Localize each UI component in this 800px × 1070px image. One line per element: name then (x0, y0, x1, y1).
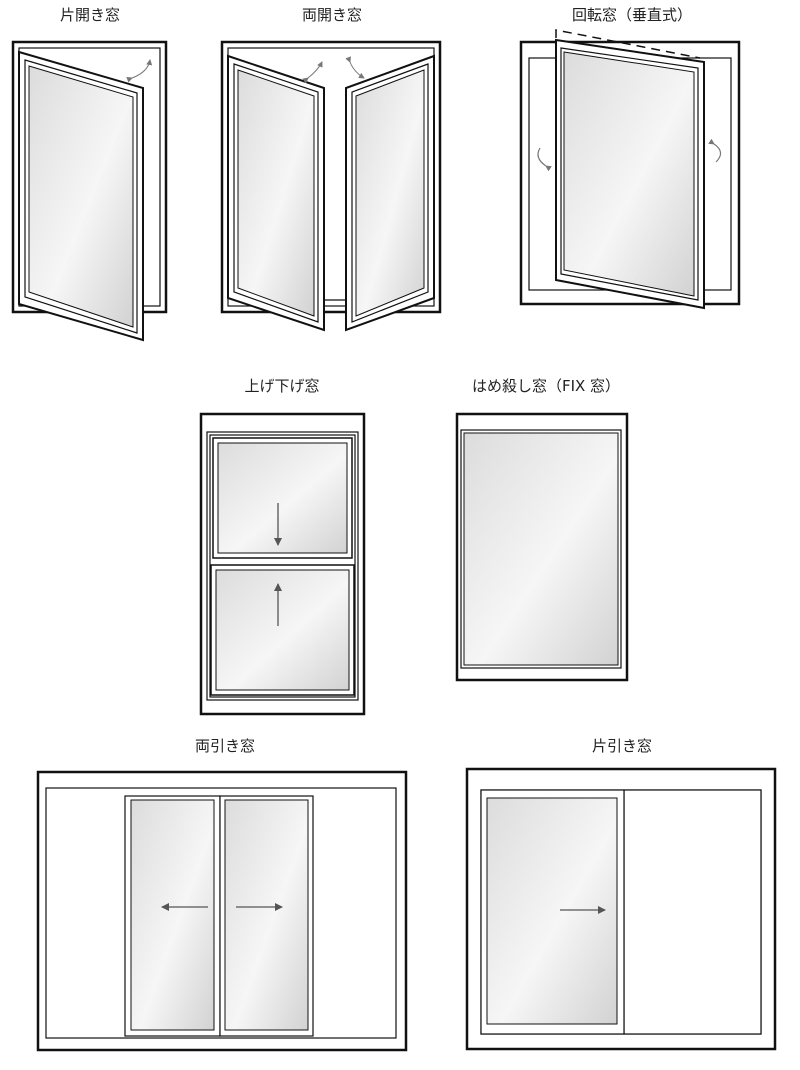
double-hung-label: 上げ下げ窓 (244, 377, 320, 395)
double-sliding-label: 両引き窓 (194, 737, 256, 755)
casement-double-label: 両開き窓 (301, 6, 363, 24)
rotate-right-arrow-icon (708, 138, 722, 163)
pivot-window (519, 29, 741, 310)
glass-pane (563, 51, 695, 297)
swing-arrow-right-icon (345, 56, 365, 79)
glass-pane (28, 65, 134, 328)
swing-arrow-icon (126, 59, 153, 83)
fixed-sash (623, 789, 762, 1035)
pivot-vertical-label: 回転窓（垂直式） (571, 6, 693, 24)
casement-double-window (220, 40, 442, 332)
fixed-window-label: はめ殺し窓（FIX 窓） (471, 377, 621, 395)
double-sliding-window (36, 770, 408, 1052)
fixed-window (455, 412, 629, 682)
right-glass (224, 799, 309, 1031)
swing-arrow-left-icon (302, 61, 323, 84)
left-glass (130, 799, 215, 1031)
sliding-glass (486, 797, 618, 1025)
right-glass (355, 69, 425, 317)
single-sliding-label: 片引き窓 (591, 737, 653, 755)
pivot-dashed-top (555, 29, 701, 59)
casement-single-label: 片開き窓 (59, 6, 121, 24)
glass-pane (463, 432, 619, 666)
left-glass (237, 69, 315, 317)
upper-glass (217, 442, 348, 554)
lower-glass (215, 569, 350, 691)
single-sliding-window (465, 767, 777, 1051)
rotate-left-arrow-icon (537, 147, 552, 172)
casement-single-window (11, 40, 168, 342)
double-hung-window (199, 412, 366, 716)
